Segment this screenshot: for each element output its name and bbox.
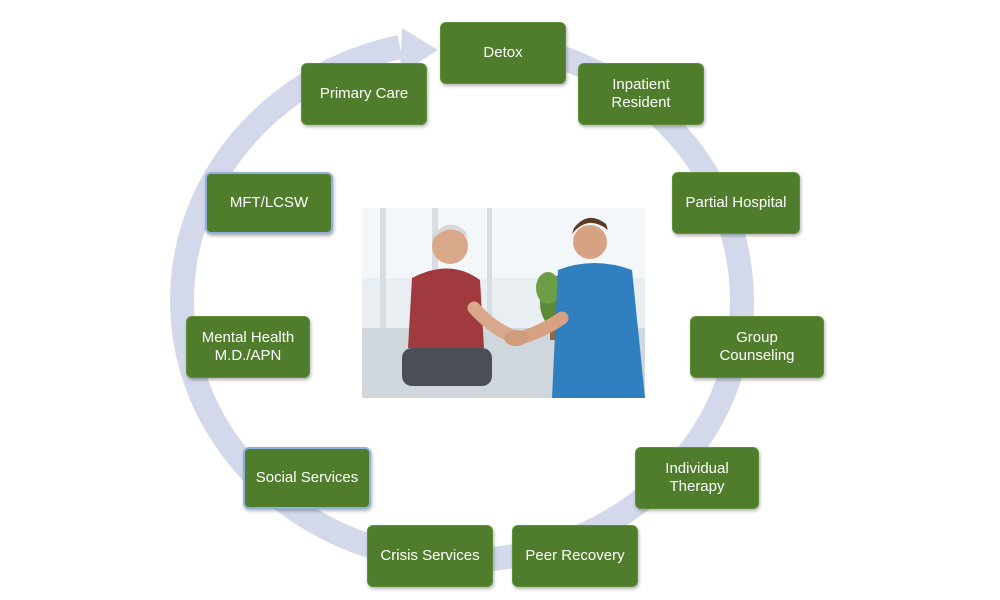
node-mental-health: Mental Health M.D./APN: [186, 316, 310, 378]
node-mental-health-label: Mental Health M.D./APN: [201, 329, 295, 364]
node-social-services: Social Services: [243, 447, 371, 509]
node-individual-therapy-label: Individual Therapy: [665, 460, 729, 495]
node-individual-therapy: Individual Therapy: [635, 447, 759, 509]
node-inpatient-resident: Inpatient Resident: [578, 63, 704, 125]
node-primary-care-label: Primary Care: [319, 85, 409, 102]
ring-arrowhead: [400, 28, 438, 74]
node-inpatient-resident-label: Inpatient Resident: [611, 76, 671, 111]
node-primary-care: Primary Care: [301, 63, 427, 125]
node-social-services-label: Social Services: [255, 469, 359, 486]
node-detox-label: Detox: [483, 44, 523, 61]
node-partial-hospital-label: Partial Hospital: [685, 194, 787, 211]
node-mft-lcsw-label: MFT/LCSW: [229, 194, 309, 211]
node-crisis-services-label: Crisis Services: [380, 547, 480, 564]
handshake-photo: [362, 208, 645, 398]
node-group-counseling: Group Counseling: [690, 316, 824, 378]
node-partial-hospital: Partial Hospital: [672, 172, 800, 234]
node-detox: Detox: [440, 22, 566, 84]
node-peer-recovery: Peer Recovery: [512, 525, 638, 587]
node-mft-lcsw: MFT/LCSW: [205, 172, 333, 234]
node-crisis-services: Crisis Services: [367, 525, 493, 587]
node-group-counseling-label: Group Counseling: [719, 329, 795, 364]
node-peer-recovery-label: Peer Recovery: [525, 547, 625, 564]
